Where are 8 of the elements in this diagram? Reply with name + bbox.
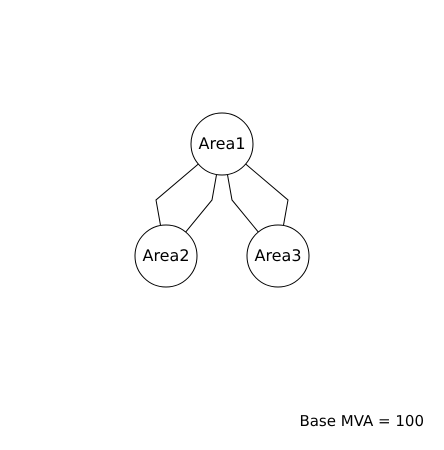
node-circle: Area3: [246, 224, 310, 288]
connector: [155, 164, 199, 226]
connector: [226, 174, 259, 233]
note-text: Base MVA = 100: [299, 412, 424, 430]
node-circle: Area1: [190, 112, 254, 176]
node-circle: Area2: [134, 224, 198, 288]
connector: [185, 174, 218, 233]
connector: [245, 164, 289, 226]
